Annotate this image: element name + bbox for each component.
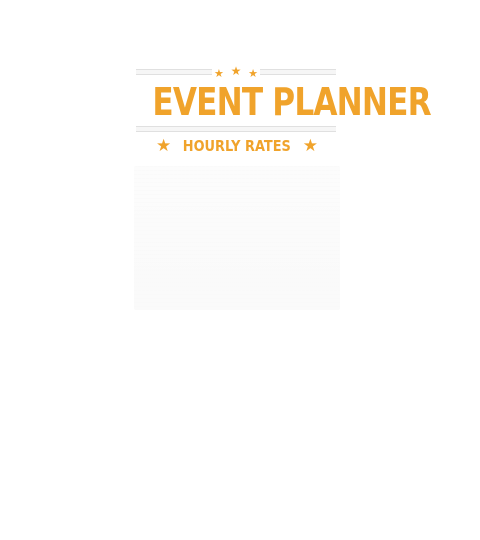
graphic-title: EVENT PLANNER: [152, 80, 431, 124]
star-icon: ★: [214, 67, 224, 80]
star-icon: ★: [230, 64, 242, 78]
top-stars: ★ ★ ★: [214, 63, 258, 79]
event-planner-graphic: ★ ★ ★ EVENT PLANNER ★ HOURLY RATES ★: [132, 62, 432, 314]
graphic-subtitle: HOURLY RATES: [182, 137, 292, 155]
top-left-divider: [136, 69, 212, 75]
top-right-divider: [260, 69, 336, 75]
subtitle-row: ★ HOURLY RATES ★: [156, 134, 318, 158]
texture-panel: [134, 166, 340, 310]
star-icon: ★: [156, 135, 172, 156]
title-underline: [136, 126, 336, 132]
star-icon: ★: [248, 67, 258, 80]
star-icon: ★: [302, 135, 318, 156]
